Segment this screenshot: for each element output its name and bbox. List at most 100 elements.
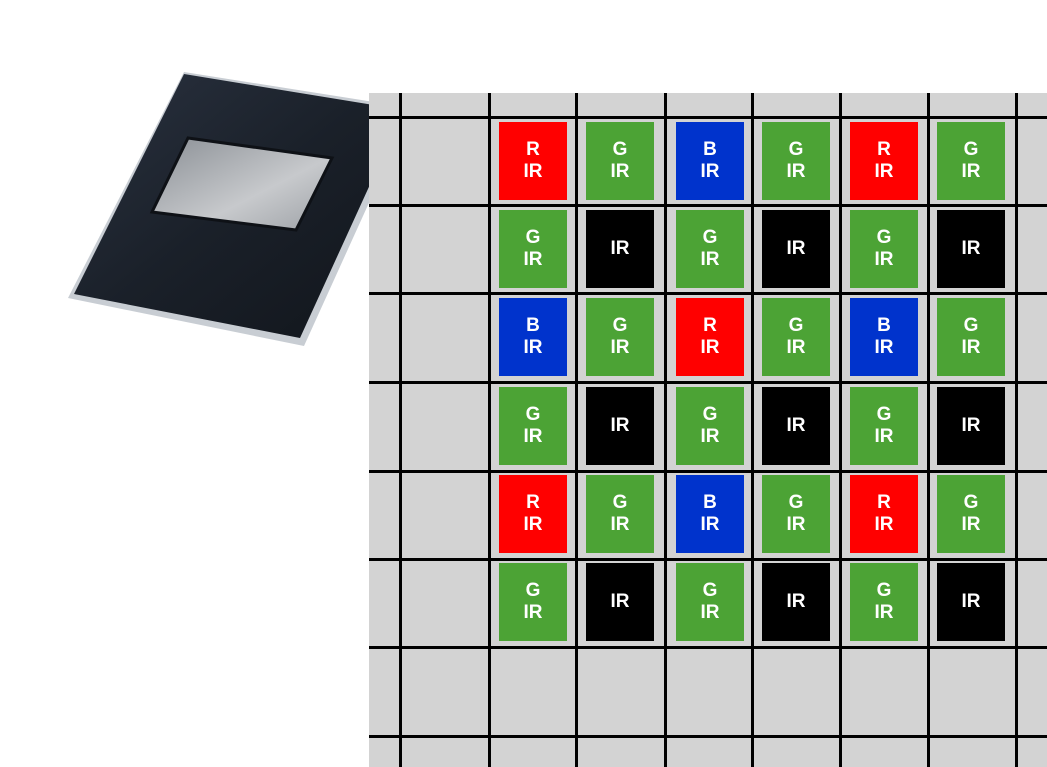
pixel-label: IR <box>610 591 630 612</box>
pixel-label: IR <box>523 337 543 358</box>
pixel-label: IR <box>786 238 806 259</box>
grid-line-vertical <box>399 93 402 767</box>
grid-line-vertical <box>839 93 842 767</box>
pixel-ir: IR <box>762 387 830 465</box>
pixel-label: IR <box>874 337 894 358</box>
pixel-label: IR <box>700 514 720 535</box>
pixel-label: IR <box>961 161 981 182</box>
pixel-ir: IR <box>937 387 1005 465</box>
grid-line-vertical <box>1015 93 1018 767</box>
grid-line-horizontal <box>369 470 1047 473</box>
pixel-ir: IR <box>762 210 830 288</box>
chip-sensor-window <box>149 136 335 232</box>
pixel-label: IR <box>700 249 720 270</box>
pixel-label: IR <box>786 514 806 535</box>
grid-line-horizontal <box>369 292 1047 295</box>
pixel-label: IR <box>961 238 981 259</box>
pixel-label: R <box>526 139 540 160</box>
pixel-label: IR <box>523 514 543 535</box>
pixel-label: G <box>525 580 541 601</box>
pixel-label: IR <box>786 591 806 612</box>
pixel-label: G <box>963 139 979 160</box>
pixel-label: IR <box>874 602 894 623</box>
pixel-label: IR <box>961 415 981 436</box>
grid-line-horizontal <box>369 558 1047 561</box>
pixel-label: G <box>963 315 979 336</box>
pixel-label: G <box>788 492 804 513</box>
pixel-ir: IR <box>586 563 654 641</box>
pixel-label: IR <box>786 337 806 358</box>
pixel-label: G <box>612 492 628 513</box>
pixel-label: IR <box>961 514 981 535</box>
pixel-label: IR <box>610 337 630 358</box>
pixel-label: G <box>876 404 892 425</box>
pixel-label: IR <box>610 238 630 259</box>
grid-line-horizontal <box>369 204 1047 207</box>
pixel-ir: IR <box>586 210 654 288</box>
pixel-label: G <box>876 227 892 248</box>
pixel-label: B <box>526 315 540 336</box>
pixel-label: G <box>612 315 628 336</box>
pixel-label: IR <box>874 249 894 270</box>
pixel-label: IR <box>874 161 894 182</box>
pixel-label: IR <box>610 415 630 436</box>
pixel-label: G <box>612 139 628 160</box>
pixel-label: IR <box>700 337 720 358</box>
pixel-label: G <box>876 580 892 601</box>
pixel-label: IR <box>523 249 543 270</box>
pixel-ir: IR <box>937 210 1005 288</box>
image-sensor-chip <box>68 72 412 346</box>
pixel-label: IR <box>961 337 981 358</box>
pixel-label: R <box>526 492 540 513</box>
pixel-ir: IR <box>586 387 654 465</box>
grid-line-horizontal <box>369 381 1047 384</box>
pixel-label: IR <box>786 415 806 436</box>
pixel-label: IR <box>610 161 630 182</box>
pixel-label: G <box>702 227 718 248</box>
pixel-label: G <box>525 404 541 425</box>
pixel-label: IR <box>700 161 720 182</box>
pixel-label: G <box>788 139 804 160</box>
pixel-label: IR <box>523 426 543 447</box>
grid-line-horizontal <box>369 116 1047 119</box>
pixel-label: G <box>963 492 979 513</box>
pixel-label: R <box>703 315 717 336</box>
grid-line-vertical <box>488 93 491 767</box>
grid-line-vertical <box>575 93 578 767</box>
pixel-label: IR <box>700 602 720 623</box>
grid-line-vertical <box>664 93 667 767</box>
grid-line-vertical <box>927 93 930 767</box>
pixel-label: G <box>788 315 804 336</box>
pixel-label: B <box>703 139 717 160</box>
grid-line-horizontal <box>369 735 1047 738</box>
pixel-label: IR <box>610 514 630 535</box>
grid-line-vertical <box>751 93 754 767</box>
pixel-label: G <box>702 580 718 601</box>
pixel-label: B <box>877 315 891 336</box>
pixel-label: IR <box>961 591 981 612</box>
